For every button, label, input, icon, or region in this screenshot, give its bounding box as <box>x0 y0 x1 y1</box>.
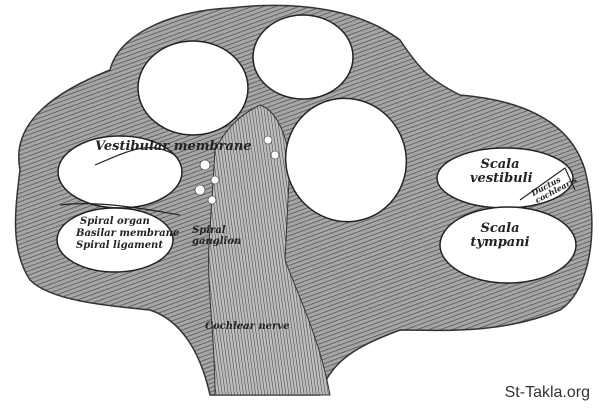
basilar-membrane-line <box>59 203 181 216</box>
label-vestibular-membrane: Vestibular membrane <box>95 139 252 154</box>
label-basilar-membrane: Basilar membrane <box>76 228 180 239</box>
label-scala-vestibuli: Scala vestibuli <box>470 157 533 186</box>
label-spiral-organ: Spiral organ <box>80 216 150 227</box>
cochlear-nerve-trunk <box>208 104 331 396</box>
upper-left-turn-cavity <box>137 40 249 136</box>
watermark: St-Takla.org <box>504 384 590 401</box>
middle-right-turn-cavity <box>284 97 408 223</box>
basal-right-scala-tympani <box>439 206 577 284</box>
label-spiral-ligament: Spiral ligament <box>76 240 163 251</box>
label-spiral-ganglion: Spiral ganglion <box>192 225 242 247</box>
basal-left-scala-tympani <box>56 207 174 273</box>
label-cochlear-nerve: Cochlear nerve <box>205 321 290 332</box>
spiral-ganglion-cells <box>194 135 280 205</box>
apical-turn-cavity <box>252 14 354 100</box>
vestibular-membrane-line <box>94 147 176 166</box>
label-scala-tympani: Scala tympani <box>470 221 530 250</box>
ductus-cochlearis-line <box>519 167 576 201</box>
